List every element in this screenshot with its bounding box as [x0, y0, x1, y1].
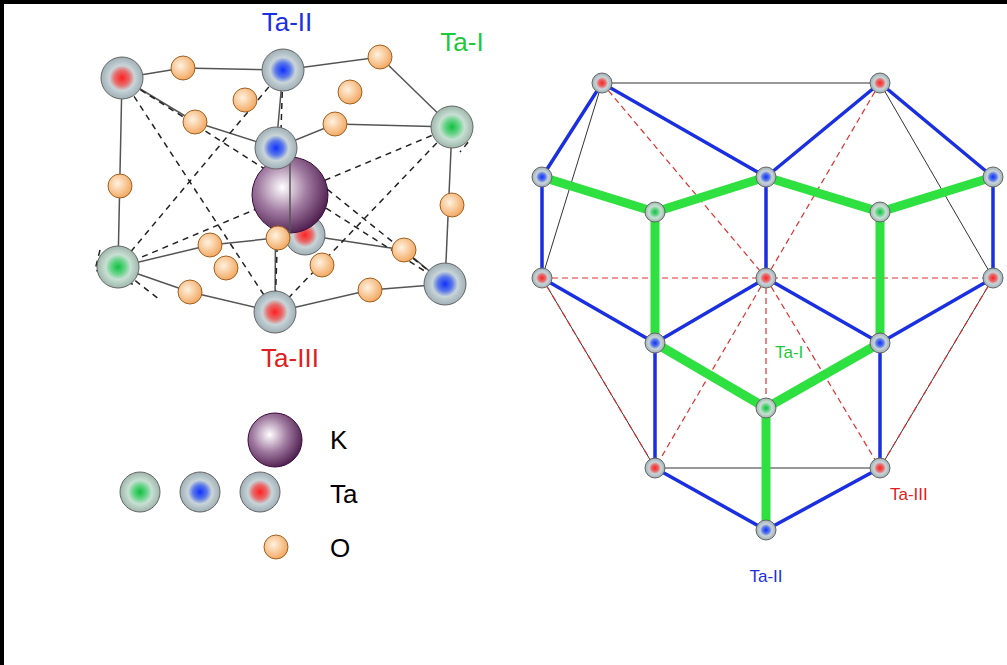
site-label: Ta-II — [262, 9, 313, 35]
site-label: Ta-II — [749, 568, 782, 585]
site-label: Ta-III — [890, 486, 928, 503]
legend-text: Ta — [330, 481, 357, 507]
legend-text: K — [330, 427, 347, 453]
site-label: Ta-I — [773, 343, 805, 362]
legend-text: O — [330, 535, 350, 561]
site-label: Ta-III — [261, 345, 319, 371]
site-label: Ta-I — [440, 29, 483, 55]
